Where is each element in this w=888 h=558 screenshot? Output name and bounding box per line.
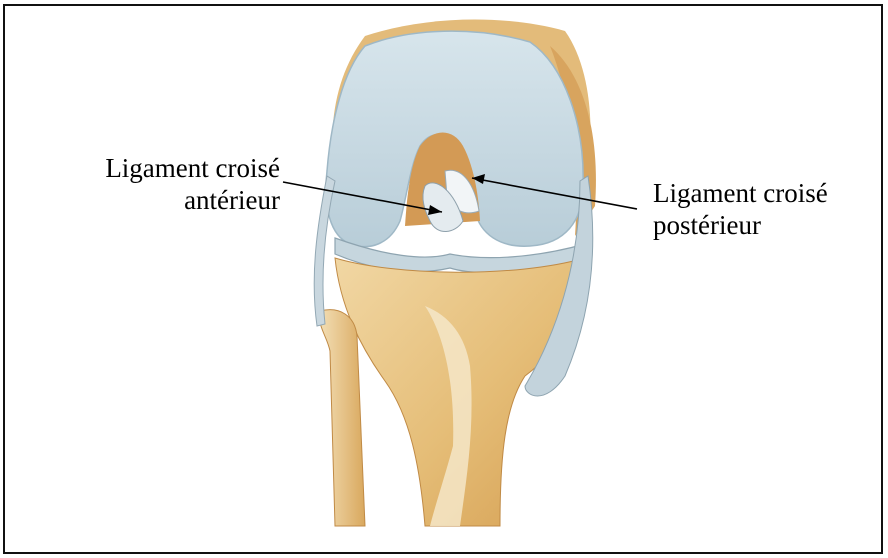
lateral-collateral-ligament <box>314 176 335 326</box>
knee-anatomy-illustration <box>5 6 883 554</box>
anterior-cruciate-label: Ligament croisé antérieur <box>40 152 280 216</box>
posterior-cruciate-label: Ligament croisé postérieur <box>653 177 828 241</box>
anterior-label-line1: Ligament croisé <box>40 152 280 184</box>
figure-frame: Ligament croisé antérieur Ligament crois… <box>3 4 883 554</box>
posterior-label-line1: Ligament croisé <box>653 177 828 209</box>
anterior-label-line2: antérieur <box>40 184 280 216</box>
posterior-label-line2: postérieur <box>653 209 828 241</box>
fibula <box>319 310 365 526</box>
